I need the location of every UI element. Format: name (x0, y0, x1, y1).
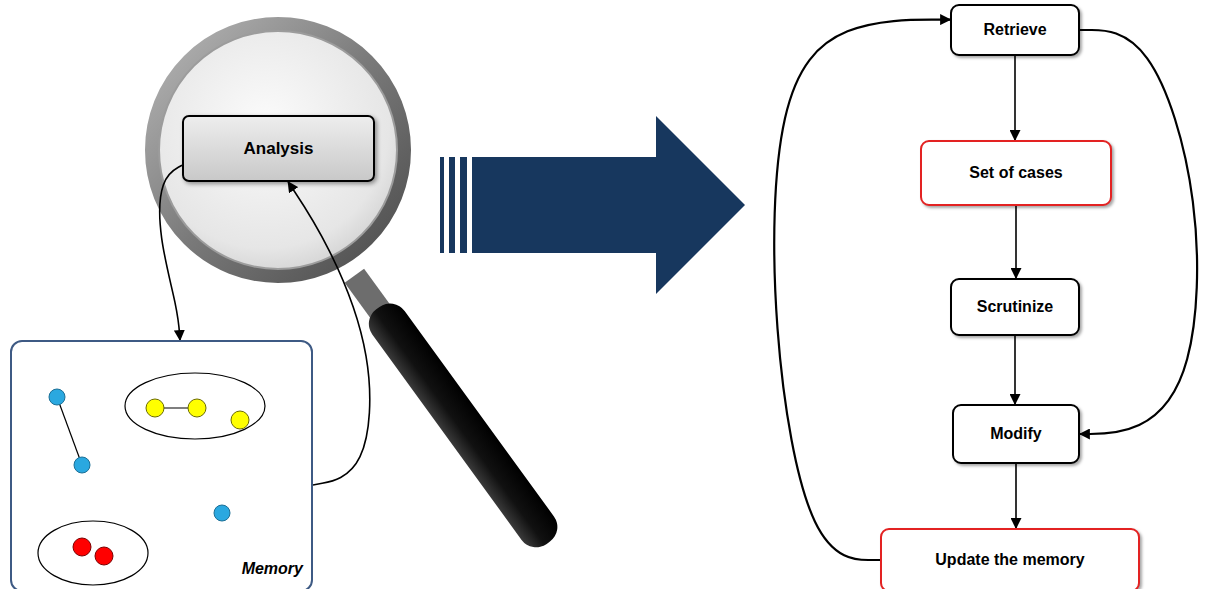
flow-arrow (1014, 56, 1016, 140)
cluster-outline (125, 373, 265, 439)
flow-arrow (1014, 336, 1016, 404)
magnifier-handle (362, 296, 565, 554)
flow-arrow (774, 20, 950, 560)
flow-arrow (1015, 206, 1017, 278)
lens-inner-rim (159, 31, 397, 269)
highlight-box: Update the memory (880, 528, 1140, 589)
case-dot (146, 399, 164, 417)
node-label: Analysis (244, 139, 314, 159)
process-box: Modify (952, 404, 1080, 464)
node-label: Retrieve (983, 21, 1046, 39)
memory-contents (38, 373, 265, 585)
highlight-box: Set of cases (920, 140, 1112, 206)
big-arrow (440, 116, 745, 294)
node-label: Memory (242, 560, 303, 578)
case-dot (74, 457, 90, 473)
flow-arrow (1080, 30, 1197, 434)
process-box: Scrutinize (950, 278, 1080, 336)
magnifier (152, 24, 565, 554)
magnifier-lens (152, 24, 404, 276)
cluster-outline (38, 521, 148, 585)
arrow-stripe (449, 157, 455, 253)
case-dot (188, 399, 206, 417)
case-dot (95, 547, 113, 565)
analysis-box: Analysis (182, 115, 375, 182)
node-label: Update the memory (935, 551, 1084, 569)
flow-arrow (288, 182, 370, 485)
arrow-body (472, 116, 745, 294)
node-label: Scrutinize (977, 298, 1053, 316)
process-box: Retrieve (950, 4, 1080, 56)
flow-arrow (160, 165, 182, 340)
flow-arrow (1015, 464, 1017, 528)
case-dot (231, 411, 249, 429)
arrow-stripe (460, 157, 467, 253)
case-dot (73, 538, 91, 556)
case-dot (214, 505, 230, 521)
node-label: Modify (990, 425, 1042, 443)
memory-box: Memory (10, 340, 313, 589)
arrow-stripe (440, 157, 444, 253)
case-dot (49, 389, 65, 405)
node-label: Set of cases (969, 164, 1062, 182)
link-line (57, 397, 82, 465)
